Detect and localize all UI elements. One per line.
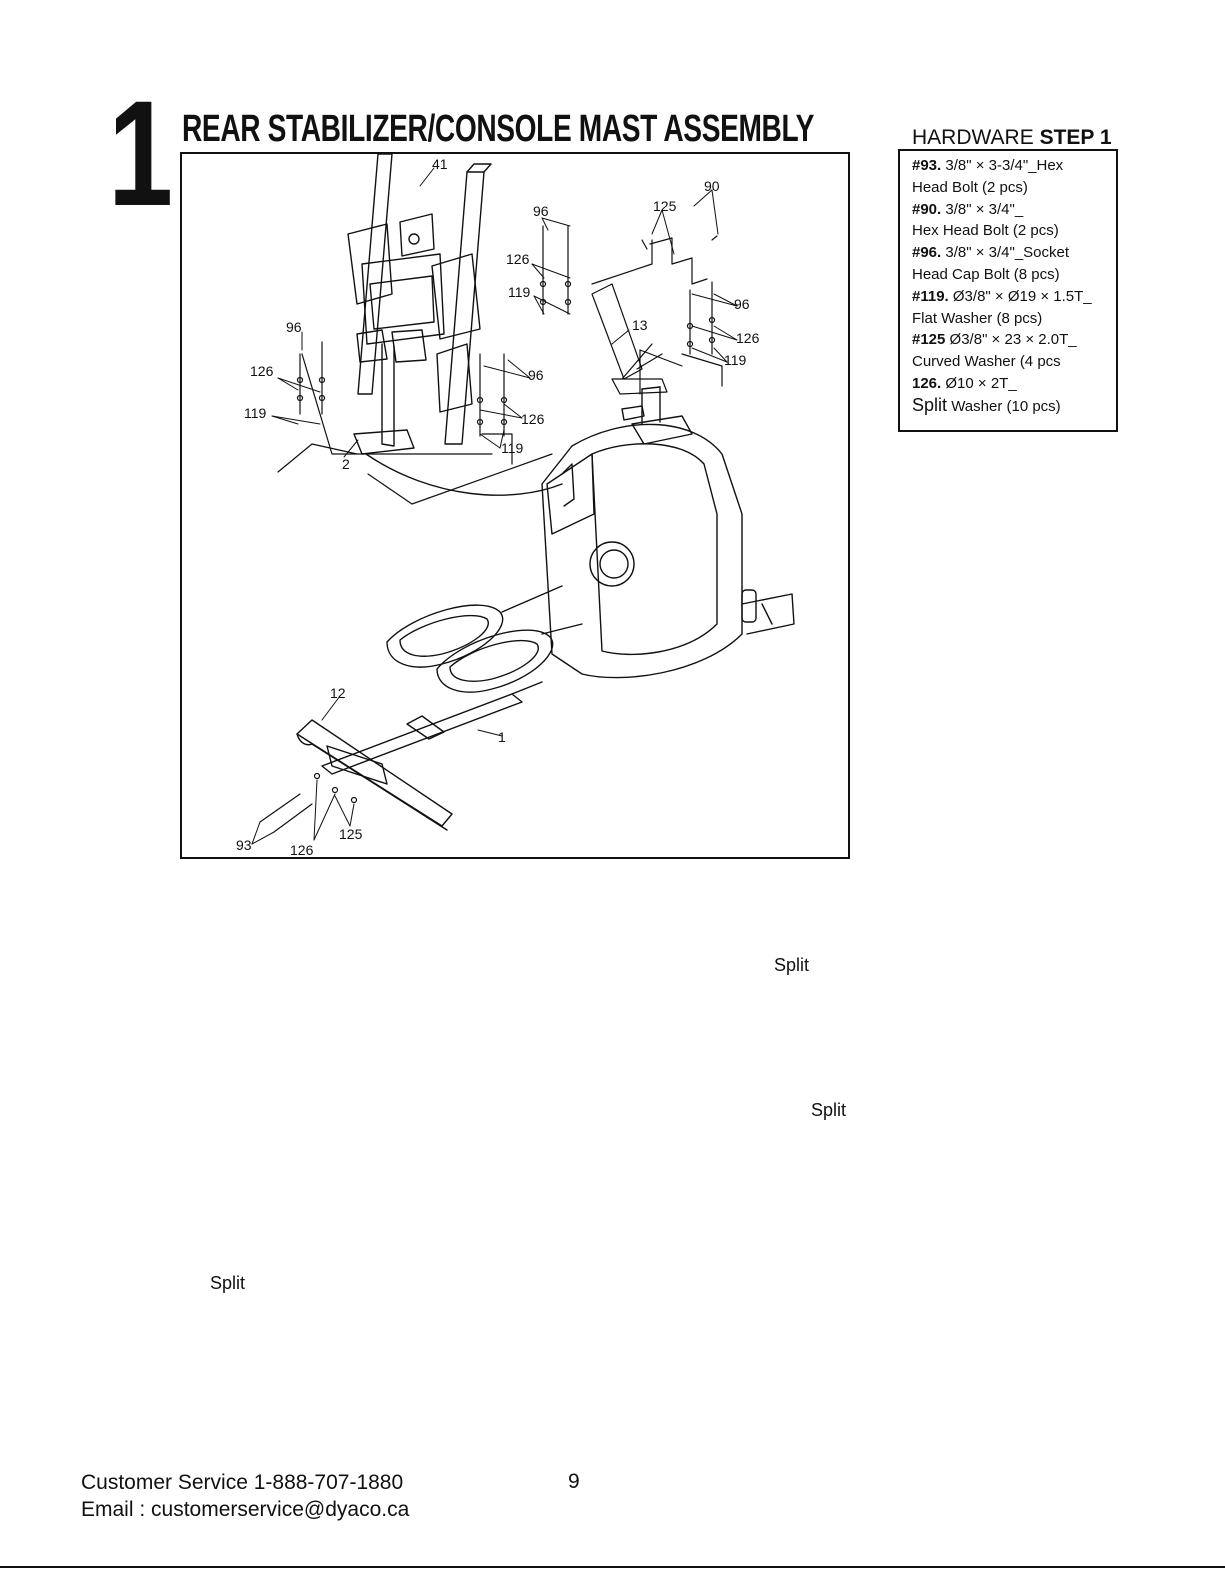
hardware-item-93-desc: Head Bolt (2 pcs) <box>912 178 1028 196</box>
callout-13: 13 <box>632 317 648 333</box>
callout-1: 1 <box>498 729 506 745</box>
callout-2: 2 <box>342 456 350 472</box>
callout-126: 126 <box>521 411 545 427</box>
customer-service-line: Customer Service 1-888-707-1880 <box>81 1471 404 1494</box>
bottom-rule <box>0 1566 1225 1568</box>
callout-93: 93 <box>236 837 252 853</box>
hardware-item-125: #125 Ø3/8" × 23 × 2.0T_ <box>912 331 1077 349</box>
callout-126: 126 <box>506 251 530 267</box>
callout-96: 96 <box>286 319 302 335</box>
callout-90: 90 <box>704 178 720 194</box>
pedals <box>386 585 583 693</box>
callout-119: 119 <box>501 440 524 456</box>
callout-119: 119 <box>724 352 747 368</box>
hardware-item-126-desc: Split Washer (10 pcs) <box>912 394 1061 415</box>
callout-119: 119 <box>508 284 531 300</box>
callout-41: 41 <box>432 156 448 172</box>
step-title: REAR STABILIZER/CONSOLE MAST ASSEMBLY <box>182 108 815 150</box>
body-word-split: Split <box>774 955 810 975</box>
callout-119: 119 <box>244 405 267 421</box>
hardware-list: #93. 3/8" × 3-3/4"_Hex Head Bolt (2 pcs)… <box>898 149 1118 432</box>
hardware-item-90: #90. 3/8" × 3/4"_ <box>912 200 1024 218</box>
callout-96: 96 <box>734 296 750 312</box>
email-line: Email : customerservice@dyaco.ca <box>81 1498 410 1521</box>
callouts: 41 90 96 125 126 119 13 96 126 119 96 12… <box>236 156 760 858</box>
hardware-item-119-desc: Flat Washer (8 pcs) <box>912 309 1043 327</box>
assembly-drawing: 41 90 96 125 126 119 13 96 126 119 96 12… <box>236 154 795 858</box>
footer-contact: Customer Service 1-888-707-1880 Email : … <box>81 1469 409 1523</box>
callout-125: 125 <box>653 198 677 214</box>
callout-126: 126 <box>250 363 274 379</box>
assembly-diagram: 41 90 96 125 126 119 13 96 126 119 96 12… <box>180 152 850 859</box>
callout-12: 12 <box>330 685 346 701</box>
hardware-heading: HARDWARE STEP 1 <box>912 127 1112 148</box>
body-word-split: Split <box>210 1273 246 1293</box>
hardware-item-125-desc: Curved Washer (4 pcs <box>912 353 1061 371</box>
hardware-item-126: 126. Ø10 × 2T_ <box>912 374 1017 392</box>
callout-96: 96 <box>528 367 544 383</box>
hardware-item-119: #119. Ø3/8" × Ø19 × 1.5T_ <box>912 287 1092 305</box>
hardware-heading-label: HARDWARE <box>912 126 1034 149</box>
callout-126: 126 <box>290 842 314 858</box>
console-mast <box>347 154 563 496</box>
step-number: 1 <box>108 69 173 237</box>
hardware-heading-step: STEP 1 <box>1039 126 1112 149</box>
leader-lines <box>251 167 738 845</box>
page-number: 9 <box>568 1470 580 1493</box>
hardware-marks <box>259 225 723 833</box>
elliptical-frame <box>541 386 795 679</box>
hardware-item-93: #93. 3/8" × 3-3/4"_Hex <box>912 157 1064 174</box>
rear-stabilizer <box>296 681 543 831</box>
hardware-item-96-desc: Head Cap Bolt (8 pcs) <box>912 265 1060 283</box>
hardware-item-90-desc: Hex Head Bolt (2 pcs) <box>912 222 1059 240</box>
callout-126: 126 <box>736 330 760 346</box>
callout-125: 125 <box>339 826 363 842</box>
body-word-split: Split <box>811 1100 847 1120</box>
hardware-item-96: #96. 3/8" × 3/4"_Socket <box>912 244 1070 262</box>
callout-96: 96 <box>533 203 549 219</box>
